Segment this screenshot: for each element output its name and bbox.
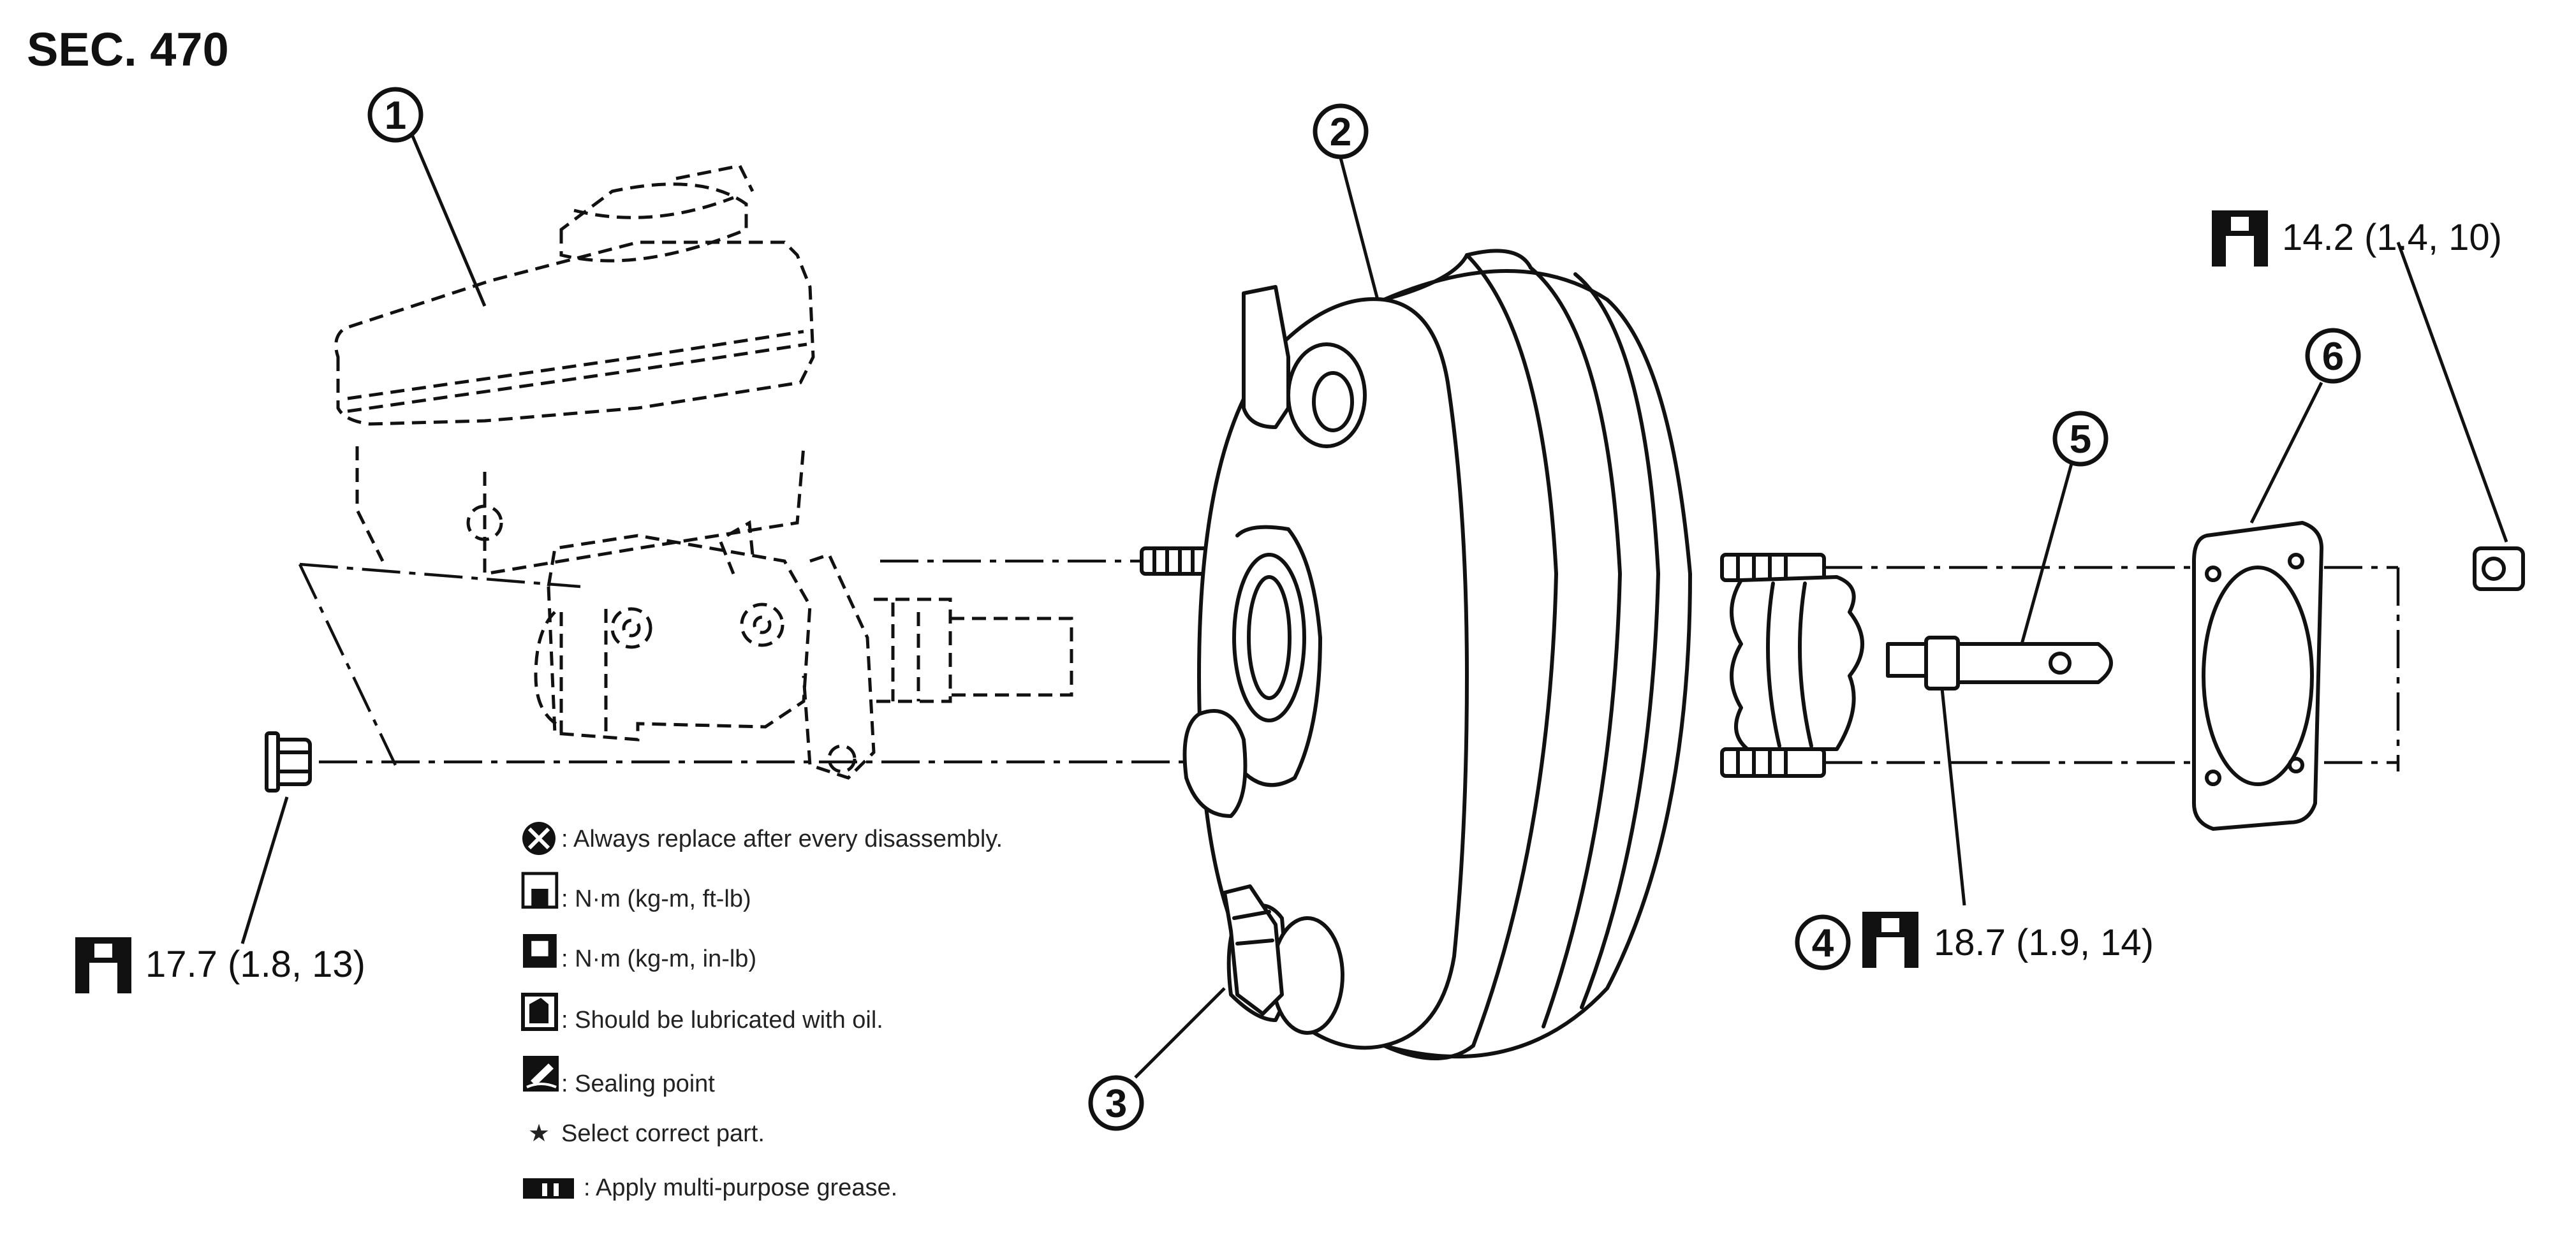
callout-2: 2 bbox=[1315, 106, 1366, 157]
torque-wrench-icon bbox=[521, 872, 559, 909]
clevis bbox=[1886, 636, 2113, 691]
booster-boot bbox=[1720, 553, 1864, 778]
svg-text:1: 1 bbox=[385, 94, 406, 138]
torque-wrench-inlb-icon bbox=[523, 934, 557, 968]
legend-item-in-lb: : N·m (kg-m, in-lb) bbox=[561, 946, 756, 972]
torque-value-clevis: 18.7 (1.9, 14) bbox=[1934, 922, 2154, 963]
legend-item-ft-lb: : N·m (kg-m, ft-lb) bbox=[561, 886, 751, 912]
svg-text:5: 5 bbox=[2070, 418, 2091, 462]
torque-wrench-icon bbox=[2212, 210, 2268, 267]
legend-item-select-part: Select correct part. bbox=[561, 1120, 765, 1147]
torque-wrench-icon bbox=[1862, 912, 1918, 968]
legend-item-oil: : Should be lubricated with oil. bbox=[561, 1007, 883, 1034]
legend-item-always-replace: : Always replace after every disassembly… bbox=[561, 826, 1003, 852]
booster-clip bbox=[1223, 884, 1284, 1016]
torque-value-left: 17.7 (1.8, 13) bbox=[145, 944, 365, 985]
gasket bbox=[2192, 521, 2323, 831]
callout-3: 3 bbox=[1091, 1078, 1142, 1129]
legend: : Always replace after every disassembly… bbox=[521, 822, 1003, 1201]
star-icon: ★ bbox=[528, 1120, 550, 1147]
master-cylinder bbox=[298, 164, 1073, 780]
sealing-point-icon bbox=[523, 1056, 559, 1092]
flange-nut-left bbox=[265, 731, 312, 793]
oil-can-icon bbox=[521, 993, 558, 1031]
always-replace-icon bbox=[522, 822, 556, 855]
callout-5: 5 bbox=[2055, 413, 2106, 464]
svg-text:2: 2 bbox=[1330, 110, 1351, 154]
svg-text:4: 4 bbox=[1812, 921, 1834, 965]
section-label: SEC. 470 bbox=[27, 23, 229, 76]
flange-nut-right bbox=[2473, 546, 2525, 591]
callout-4: 4 bbox=[1797, 917, 1848, 968]
legend-item-grease: : Apply multi-purpose grease. bbox=[584, 1174, 897, 1201]
callout-6: 6 bbox=[2307, 330, 2359, 381]
svg-text:6: 6 bbox=[2322, 335, 2344, 379]
torque-wrench-icon bbox=[75, 937, 131, 993]
callout-1: 1 bbox=[370, 89, 421, 140]
grease-gun-icon bbox=[523, 1178, 574, 1199]
legend-item-sealing: : Sealing point bbox=[561, 1071, 715, 1097]
svg-text:3: 3 bbox=[1105, 1082, 1127, 1126]
torque-value-right: 14.2 (1.4, 10) bbox=[2282, 217, 2502, 258]
